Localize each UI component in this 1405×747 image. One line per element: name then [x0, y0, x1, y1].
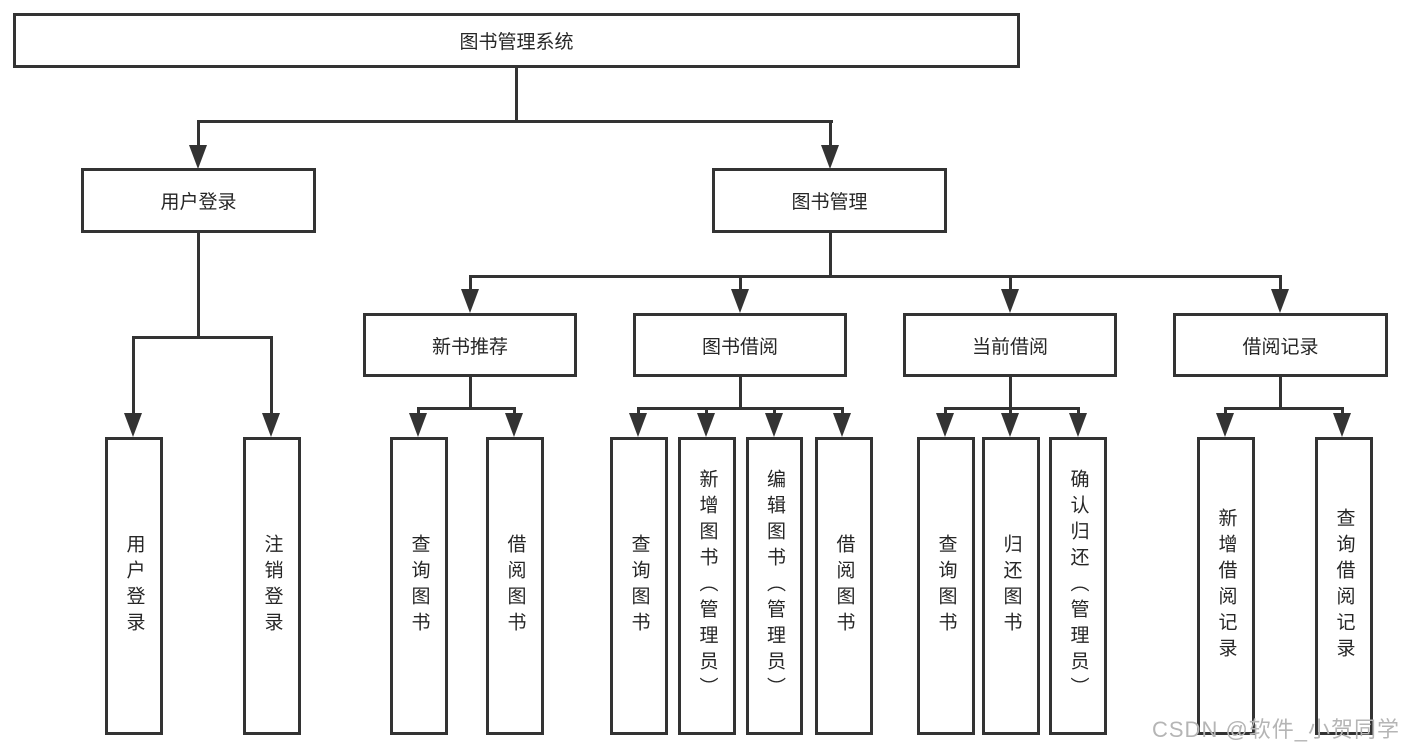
node-borrowing-records: 借阅记录: [1173, 313, 1388, 377]
connector-line: [515, 68, 518, 120]
arrow-down: [1001, 413, 1019, 437]
arrow-down: [505, 413, 523, 437]
leaf-return-books: 归还图书: [982, 437, 1040, 735]
leaf-query-books-recommend: 查询图书: [390, 437, 448, 735]
arrow-down: [124, 413, 142, 437]
arrow-down: [731, 289, 749, 313]
connector-line: [829, 233, 832, 275]
arrow-down: [1069, 413, 1087, 437]
connector-line: [637, 407, 844, 410]
watermark-text: CSDN @软件_小贺同学: [1152, 717, 1401, 742]
leaf-query-borrow-record: 查询借阅记录: [1315, 437, 1373, 735]
leaf-borrow-books: 借阅图书: [815, 437, 873, 735]
connector-line: [1341, 407, 1344, 415]
arrow-down: [1333, 413, 1351, 437]
arrow-down: [262, 413, 280, 437]
node-book-borrowing: 图书借阅: [633, 313, 847, 377]
arrow-down: [461, 289, 479, 313]
leaf-query-books-borrowing: 查询图书: [610, 437, 668, 735]
arrow-down: [821, 145, 839, 169]
arrow-down: [409, 413, 427, 437]
node-label: 借阅图书: [833, 534, 855, 638]
node-label: 查询借阅记录: [1333, 508, 1355, 664]
node-label: 用户登录: [123, 534, 145, 638]
node-library-management-system: 图书管理系统: [13, 13, 1020, 68]
connector-line: [1279, 377, 1282, 407]
node-user-login: 用户登录: [81, 168, 316, 233]
leaf-borrow-books-recommend: 借阅图书: [486, 437, 544, 735]
leaf-edit-books-admin: 编辑图书（管理员）: [746, 437, 803, 735]
connector-line: [417, 407, 420, 415]
connector-line: [637, 407, 640, 415]
leaf-query-books-current: 查询图书: [917, 437, 975, 735]
node-label: 借阅图书: [504, 534, 526, 638]
connector-line: [469, 377, 472, 407]
node-label: 编辑图书（管理员）: [764, 469, 785, 703]
connector-line: [132, 336, 135, 415]
connector-line: [417, 407, 516, 410]
connector-line: [739, 377, 742, 407]
connector-line: [841, 407, 844, 415]
arrow-down: [1001, 289, 1019, 313]
leaf-confirm-return-admin: 确认归还（管理员）: [1049, 437, 1107, 735]
connector-line: [469, 275, 472, 291]
node-new-book-recommendation: 新书推荐: [363, 313, 577, 377]
arrow-down: [936, 413, 954, 437]
node-label: 归还图书: [1000, 534, 1022, 638]
arrow-down: [1216, 413, 1234, 437]
connector-line: [773, 407, 776, 415]
arrow-down: [697, 413, 715, 437]
node-label: 查询图书: [935, 534, 957, 638]
connector-line: [1009, 377, 1012, 407]
connector-line: [270, 336, 273, 415]
arrow-down: [189, 145, 207, 169]
node-label: 注销登录: [261, 534, 283, 638]
connector-line: [1077, 407, 1080, 415]
leaf-user-login: 用户登录: [105, 437, 163, 735]
connector-line: [1009, 275, 1012, 291]
node-label: 当前借阅: [971, 336, 1048, 358]
connector-line: [705, 407, 708, 415]
arrow-down: [629, 413, 647, 437]
node-label: 新增图书（管理员）: [696, 469, 718, 703]
arrow-down: [1271, 289, 1289, 313]
connector-line: [739, 275, 742, 291]
connector-line: [1224, 407, 1344, 410]
connector-line: [469, 275, 1282, 278]
node-current-borrowing: 当前借阅: [903, 313, 1117, 377]
connector-line: [197, 120, 200, 146]
node-label: 新书推荐: [431, 336, 508, 358]
connector-line: [1279, 275, 1282, 291]
node-label: 查询图书: [408, 534, 430, 638]
connector-line: [944, 407, 1080, 410]
node-label: 查询图书: [628, 534, 650, 638]
connector-line: [829, 120, 832, 146]
connector-line: [197, 233, 200, 336]
connector-line: [944, 407, 947, 415]
connector-line: [132, 336, 273, 339]
node-label: 新增借阅记录: [1215, 508, 1237, 664]
connector-line: [1224, 407, 1227, 415]
leaf-logout: 注销登录: [243, 437, 301, 735]
arrow-down: [833, 413, 851, 437]
node-label: 图书管理系统: [459, 32, 574, 53]
node-label: 借阅记录: [1242, 336, 1319, 358]
connector-line: [197, 120, 833, 123]
connector-line: [1009, 407, 1012, 415]
node-label: 确认归还（管理员）: [1067, 469, 1089, 703]
arrow-down: [765, 413, 783, 437]
node-label: 图书管理: [791, 192, 868, 213]
node-book-management: 图书管理: [712, 168, 947, 233]
connector-line: [513, 407, 516, 415]
leaf-add-books-admin: 新增图书（管理员）: [678, 437, 736, 735]
leaf-add-borrow-record: 新增借阅记录: [1197, 437, 1255, 735]
node-label: 图书借阅: [701, 336, 778, 358]
node-label: 用户登录: [160, 192, 237, 213]
